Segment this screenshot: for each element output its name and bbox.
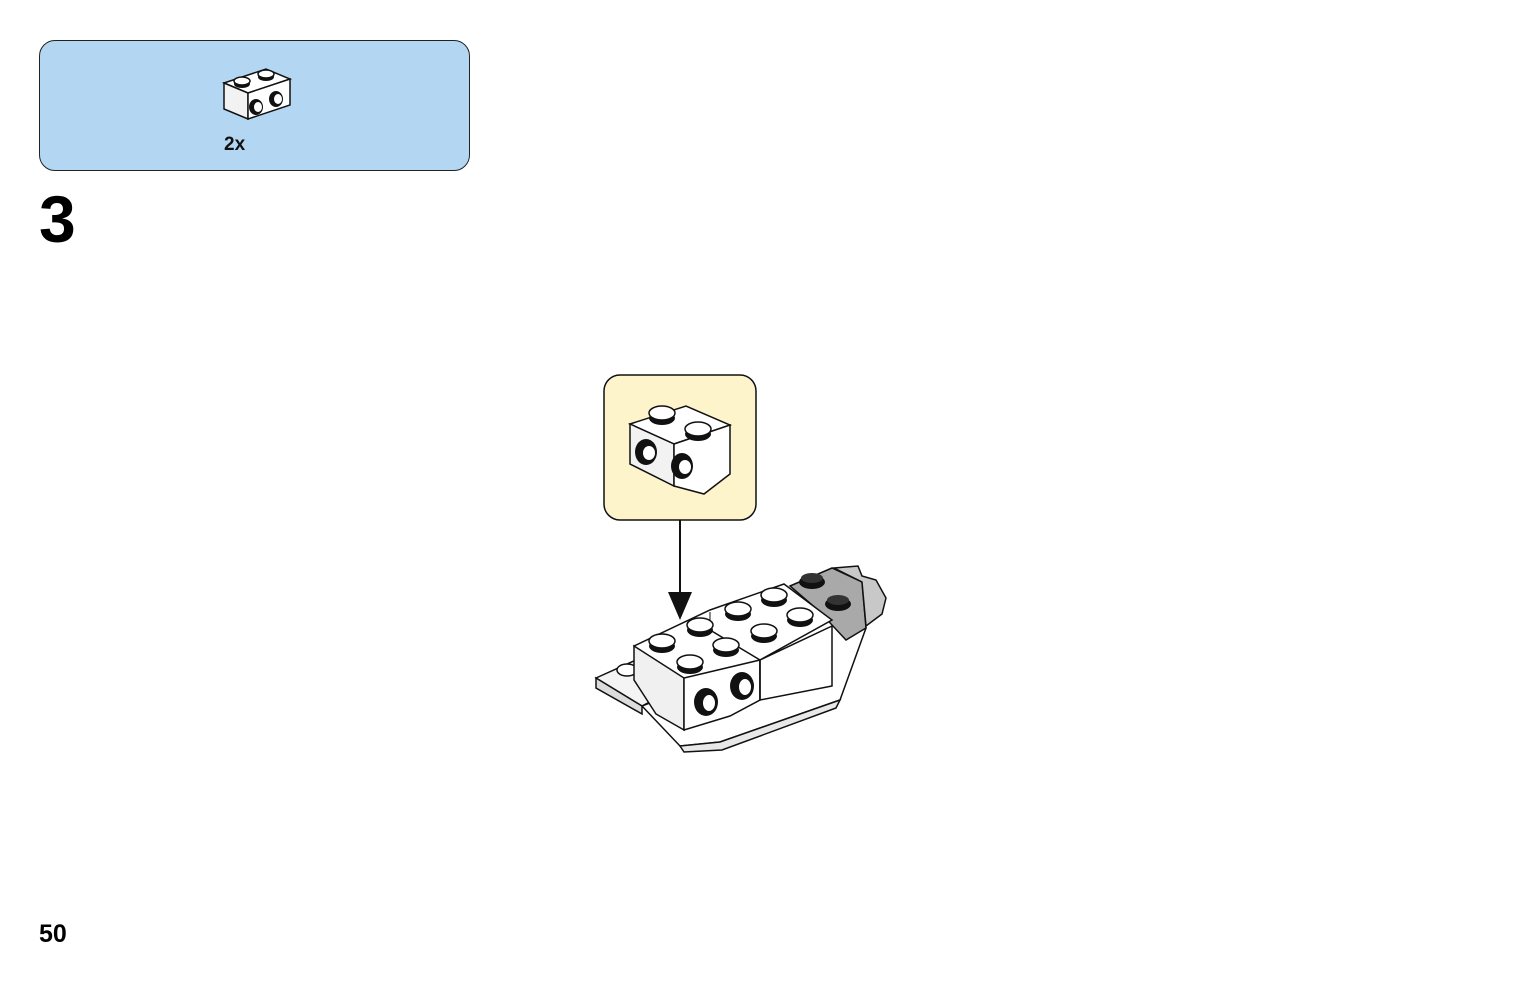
step-number: 3: [39, 182, 76, 256]
brick-1x2-with-2-side-studs-white-icon: [221, 68, 293, 121]
part-quantity: 2x: [224, 134, 246, 155]
page-number: 50: [39, 920, 67, 948]
subassembly-callout: [603, 374, 757, 521]
side-studs: [694, 672, 754, 716]
brick-1x2-with-2-side-studs-white-icon: [627, 405, 733, 495]
placement-arrow: [668, 520, 692, 620]
top-studs: [648, 587, 814, 674]
model-assembly: [594, 565, 887, 753]
parts-list-callout: 2x: [39, 40, 470, 171]
